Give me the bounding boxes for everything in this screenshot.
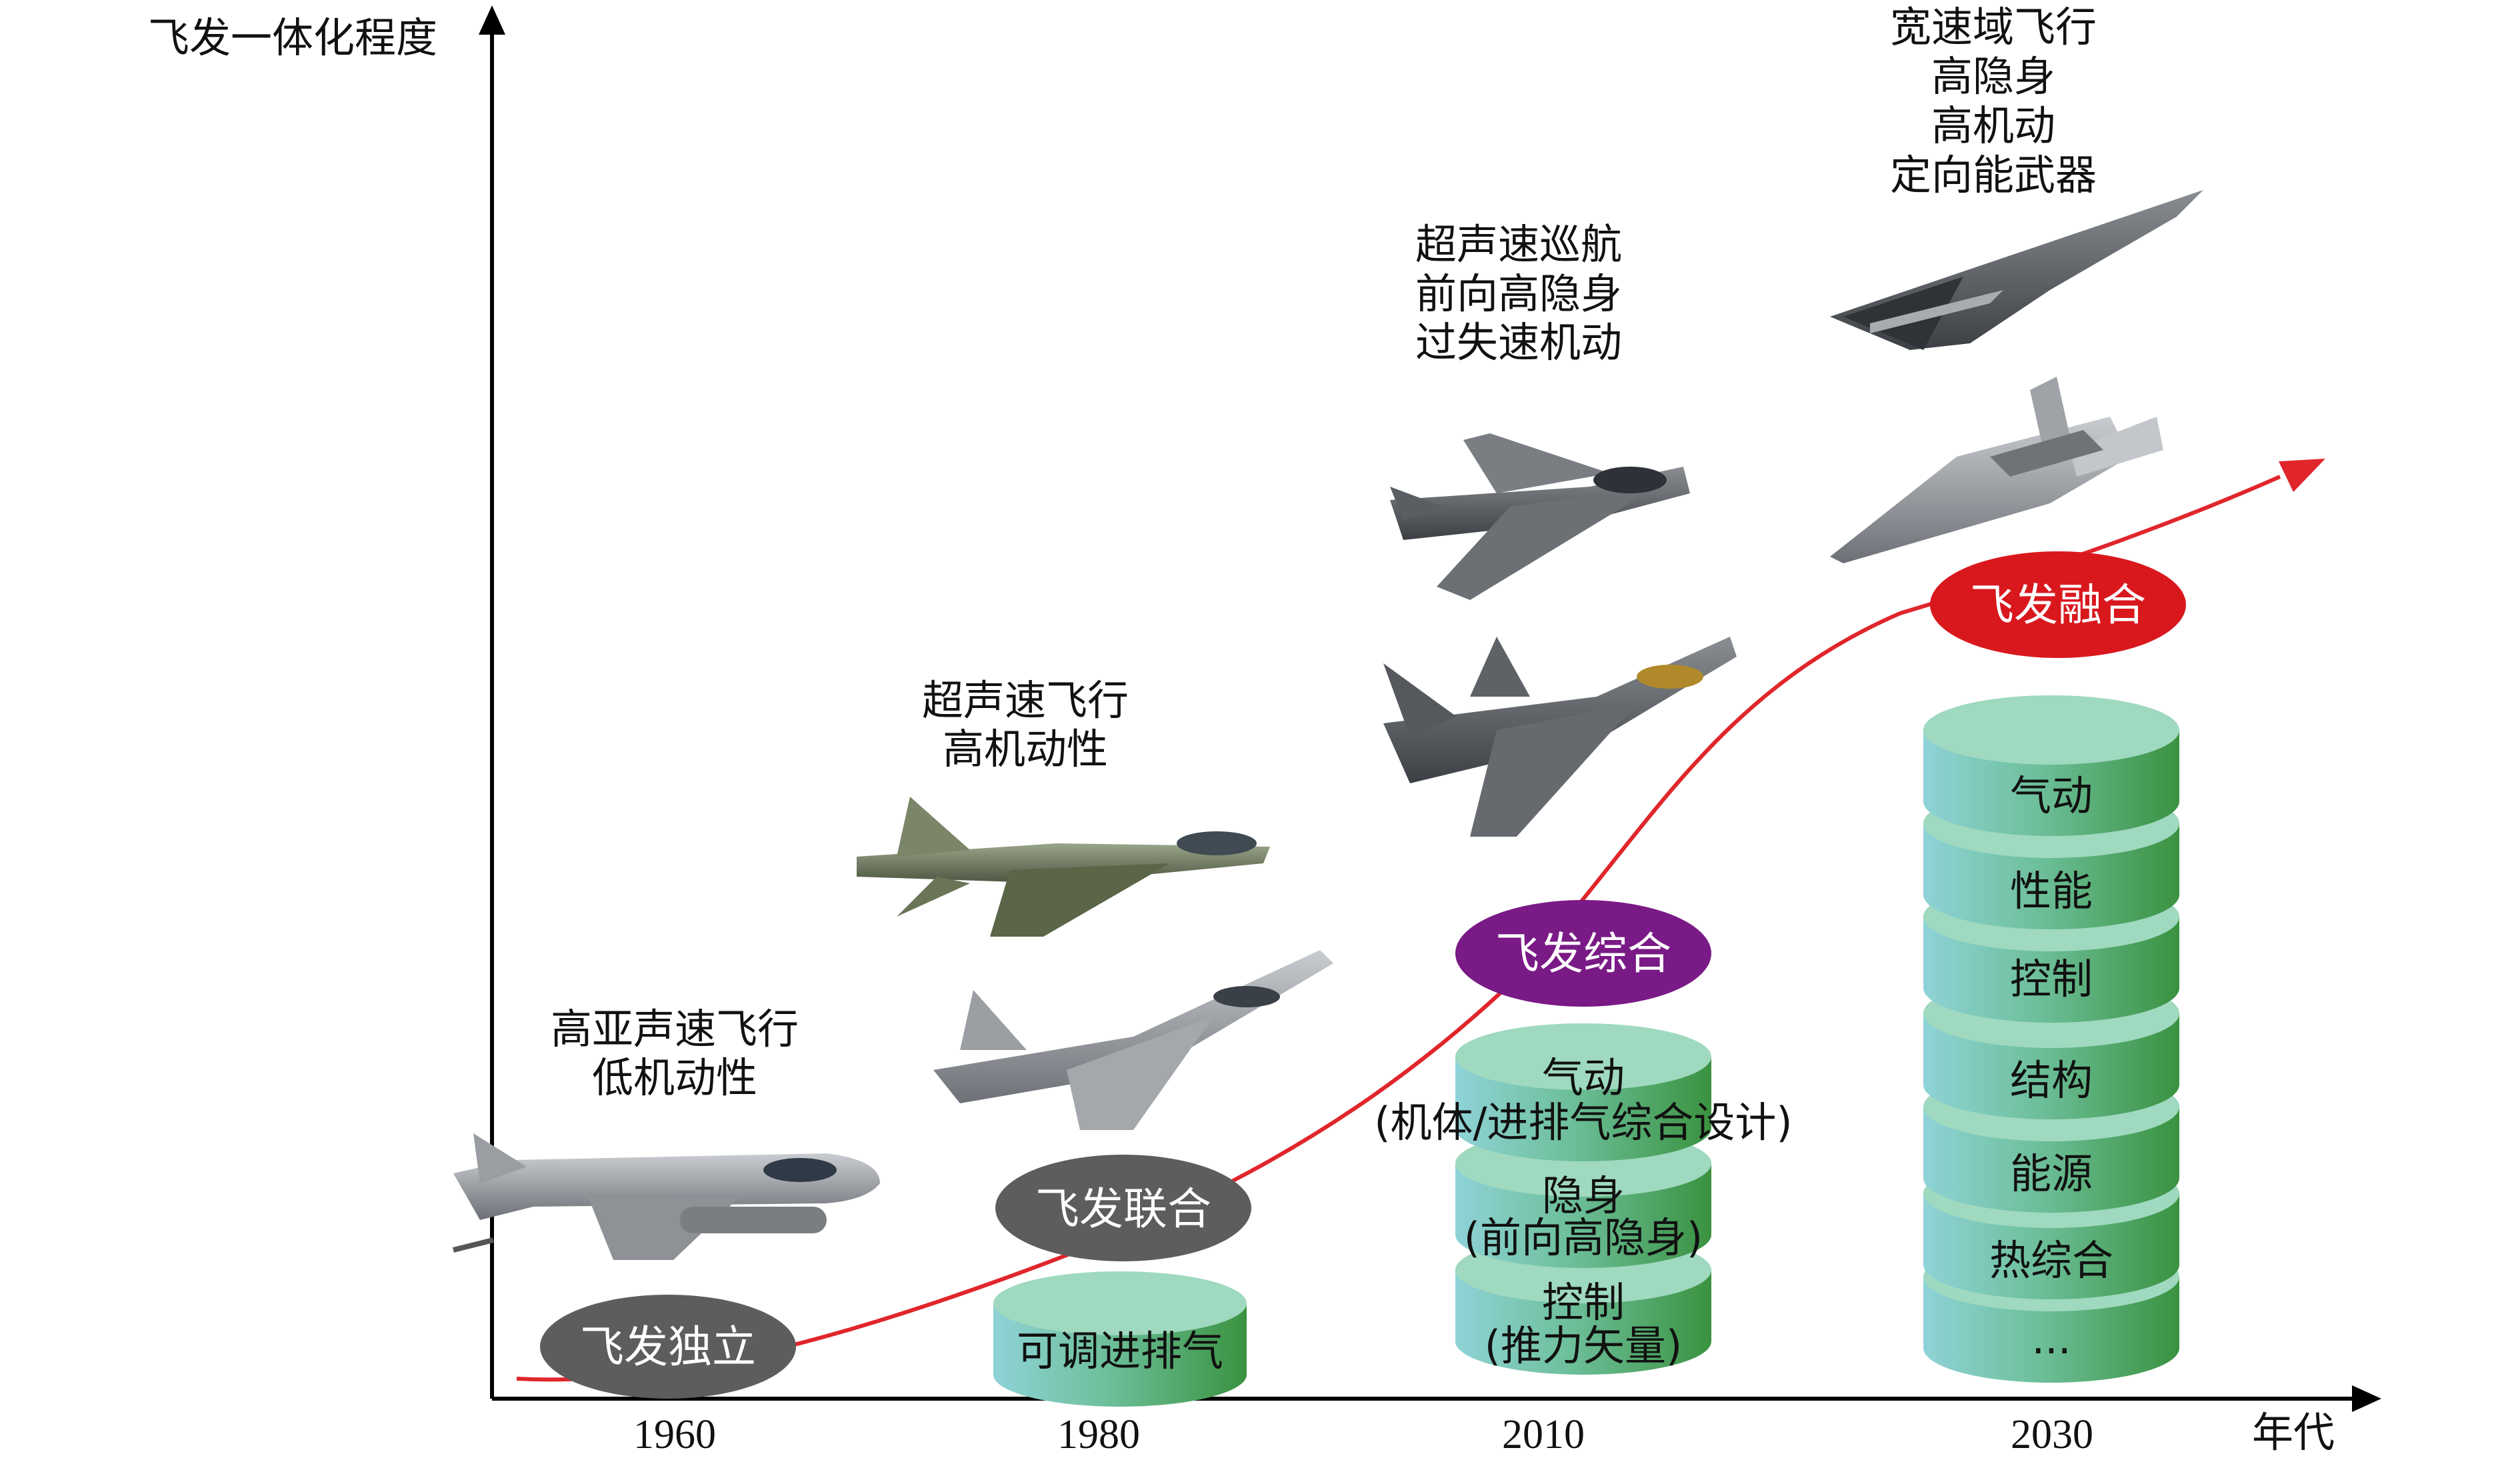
capability-2030-2: 高隐身 (1931, 52, 2055, 101)
stack-1980: 可调进排气 (993, 1271, 1247, 1407)
aircraft-1980-jet-1-icon (857, 797, 1270, 937)
capability-1960-2: 低机动性 (592, 1053, 757, 1102)
aircraft-2030-hypersonic-icon (1830, 190, 2203, 350)
aircraft-1960-jet-icon (453, 1133, 880, 1260)
stage-1960-label: 飞发独立 (580, 1321, 756, 1373)
layer-2010-2-sub: (前向高隐身) (1464, 1213, 1703, 1262)
trend-arrow-icon (2279, 459, 2325, 492)
capability-1980-2: 高机动性 (943, 725, 1108, 773)
stage-1980: 飞发联合 (995, 1155, 1251, 1261)
capability-2010-2: 前向高隐身 (1415, 269, 1622, 318)
cylinder-2010-2: 隐身 (前向高隐身) (1455, 1130, 1711, 1268)
layer-2010-3-sub: (推力矢量) (1485, 1321, 1682, 1370)
layer-1980-1: 可调进排气 (1017, 1327, 1223, 1375)
stack-2010: 控制 (推力矢量) 隐身 (前向高隐身) 气动 (机体/进排气综合设计) (1374, 1023, 1793, 1375)
stack-2030: ... 热综合 能源 结构 控制 性能 (1923, 695, 2179, 1383)
year-2010: 2010 (1502, 1412, 1585, 1457)
capability-2010-3: 过失速机动 (1415, 318, 1622, 367)
capability-2010-1: 超声速巡航 (1415, 220, 1622, 269)
aircraft-2010-f35-icon (1390, 433, 1690, 600)
stage-2010: 飞发综合 (1455, 900, 1711, 1007)
capabilities-1960: 高亚声速飞行 低机动性 (551, 1005, 799, 1102)
layer-2010-2-title: 隐身 (1542, 1171, 1625, 1220)
stage-2010-badge (1455, 900, 1711, 1007)
layer-2010-3-title: 控制 (1542, 1278, 1625, 1327)
layer-2030-4: 结构 (2010, 1056, 2093, 1105)
layer-2030-7: ... (2031, 1315, 2071, 1363)
cylinder-1980-1: 可调进排气 (993, 1271, 1247, 1407)
axes: 飞发一体化程度 年代 1960 1980 2010 2030 (148, 5, 2381, 1457)
layer-2010-1-sub: (机体/进排气综合设计) (1374, 1098, 1792, 1147)
year-2030: 2030 (2011, 1412, 2093, 1457)
stage-1960: 飞发独立 (540, 1295, 796, 1399)
stage-2030: 飞发融合 (1930, 551, 2186, 658)
layer-2030-1: 气动 (2010, 771, 2093, 820)
x-axis-label: 年代 (2252, 1408, 2335, 1457)
layer-2010-1-title: 气动 (1542, 1053, 1625, 1102)
stage-1980-label: 飞发联合 (1035, 1183, 1211, 1235)
aircraft-2010-f22-icon (1383, 637, 1737, 837)
x-axis-arrow-icon (2352, 1385, 2381, 1412)
capability-2030-4: 定向能武器 (1890, 151, 2097, 199)
layer-2030-5: 能源 (2010, 1149, 2093, 1198)
stage-2010-label: 飞发综合 (1495, 928, 1671, 979)
aircraft-2030-stealth-icon (1830, 377, 2163, 563)
stage-1980-badge (995, 1155, 1251, 1261)
stage-2030-label: 飞发融合 (1970, 579, 2146, 631)
stage-1960-badge (540, 1295, 796, 1399)
capability-2030-3: 高机动 (1931, 101, 2055, 150)
aircraft-1980-jet-2-icon (933, 950, 1333, 1130)
capability-1960-1: 高亚声速飞行 (551, 1005, 799, 1053)
capability-2030-1: 宽速域飞行 (1890, 3, 2097, 51)
layer-2030-6: 热综合 (1989, 1236, 2113, 1285)
year-1960: 1960 (633, 1412, 716, 1457)
year-1980: 1980 (1057, 1412, 1140, 1457)
capabilities-2030: 宽速域飞行 高隐身 高机动 定向能武器 (1890, 3, 2097, 199)
y-axis-arrow-icon (479, 5, 505, 35)
capabilities-1980: 超声速飞行 高机动性 (922, 676, 1129, 773)
capabilities-2010: 超声速巡航 前向高隐身 过失速机动 (1415, 220, 1622, 367)
cylinder-2010-1: 气动 (机体/进排气综合设计) (1374, 1023, 1793, 1161)
stage-2030-badge (1930, 551, 2186, 658)
capability-1980-1: 超声速飞行 (922, 676, 1129, 725)
cylinder-2030-1: 气动 (1923, 695, 2179, 836)
layer-2030-2: 性能 (2010, 867, 2093, 915)
y-axis-label: 飞发一体化程度 (148, 13, 437, 62)
layer-2030-3: 控制 (2010, 955, 2093, 1003)
